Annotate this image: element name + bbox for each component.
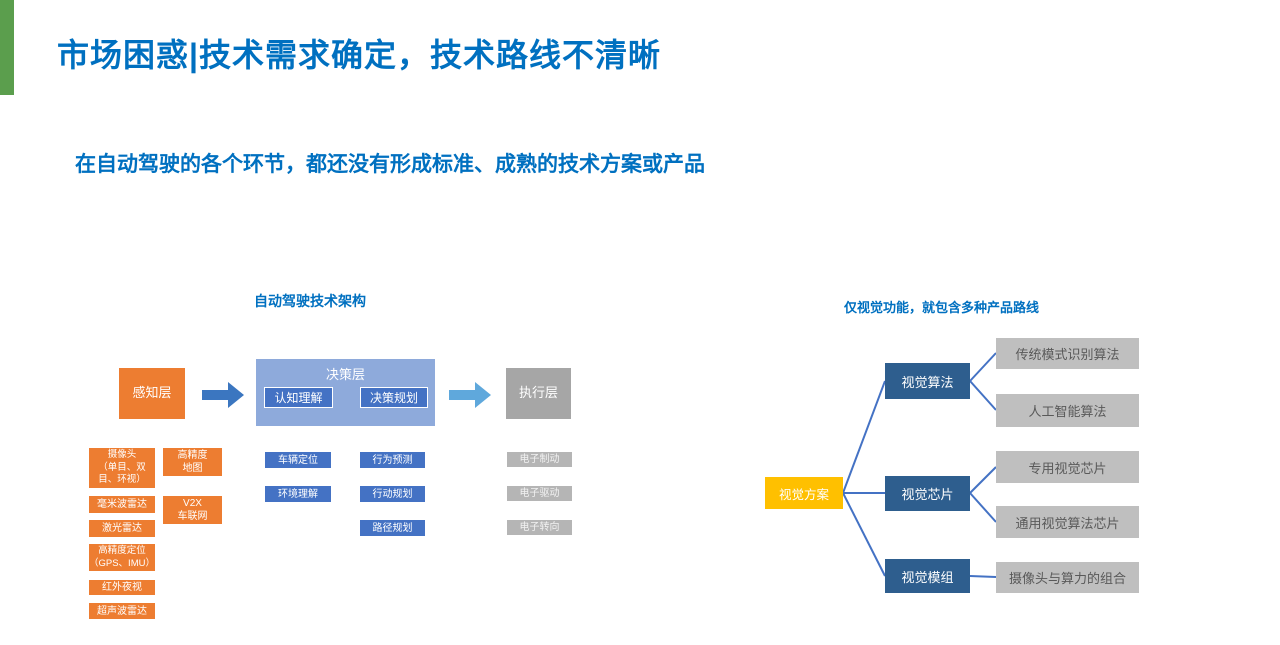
left-diagram-caption: 自动驾驶技术架构 xyxy=(254,293,366,309)
sensor-box-mmwave-radar: 毫米波雷达 xyxy=(89,496,155,513)
tree-leaf-general-vision-algorithm-chip: 通用视觉算法芯片 xyxy=(996,506,1139,538)
tree-leaf-dedicated-vision-chip: 专用视觉芯片 xyxy=(996,451,1139,483)
tree-leaf-ai-algorithm: 人工智能算法 xyxy=(996,394,1139,427)
flow-arrow-icon xyxy=(449,382,491,408)
decision-planning-box: 决策规划 xyxy=(360,387,428,408)
decision-box-environment-understanding: 环境理解 xyxy=(265,486,331,502)
tree-leaf-traditional-pattern-recognition: 传统模式识别算法 xyxy=(996,338,1139,369)
sensor-box-lidar: 激光雷达 xyxy=(89,520,155,537)
execution-box-electronic-drive: 电子驱动 xyxy=(507,486,572,501)
slide-title: 市场困惑|技术需求确定，技术路线不清晰 xyxy=(57,37,661,73)
execution-box-electronic-braking: 电子制动 xyxy=(507,452,572,467)
sensor-box-ultrasonic: 超声波雷达 xyxy=(89,603,155,619)
tree-node-vision-module: 视觉模组 xyxy=(885,559,970,593)
tree-root-vision-solution: 视觉方案 xyxy=(765,477,843,509)
sensor-box-gps-imu: 高精度定位 （GPS、IMU） xyxy=(89,544,155,571)
decision-layer-label: 决策层 xyxy=(325,367,365,382)
sensor-box-hd-map: 高精度 地图 xyxy=(163,448,222,476)
decision-box-path-planning: 路径规划 xyxy=(360,520,425,536)
decision-box-behavior-prediction: 行为预测 xyxy=(360,452,425,468)
perception-layer-box: 感知层 xyxy=(119,368,185,419)
decision-box-vehicle-positioning: 车辆定位 xyxy=(265,452,331,468)
tree-leaf-camera-compute-combo: 摄像头与算力的组合 xyxy=(996,562,1139,593)
slide-subtitle: 在自动驾驶的各个环节，都还没有形成标准、成熟的技术方案或产品 xyxy=(75,153,705,176)
decision-layer-box: 决策层 认知理解 决策规划 xyxy=(256,359,435,426)
sensor-box-v2x: V2X 车联网 xyxy=(163,496,222,524)
sensor-box-infrared: 红外夜视 xyxy=(89,580,155,595)
flow-arrow-icon xyxy=(202,382,244,408)
tree-node-vision-chip: 视觉芯片 xyxy=(885,476,970,511)
sensor-box-camera: 摄像头 （单目、双 目、环视） xyxy=(89,448,155,488)
tree-node-vision-algorithm: 视觉算法 xyxy=(885,363,970,399)
execution-box-electronic-steering: 电子转向 xyxy=(507,520,572,535)
decision-box-action-planning: 行动规划 xyxy=(360,486,425,502)
accent-bar xyxy=(0,0,14,95)
right-diagram-caption: 仅视觉功能，就包含多种产品路线 xyxy=(844,300,1040,315)
cognitive-understanding-box: 认知理解 xyxy=(264,387,333,408)
execution-layer-box: 执行层 xyxy=(506,368,571,419)
